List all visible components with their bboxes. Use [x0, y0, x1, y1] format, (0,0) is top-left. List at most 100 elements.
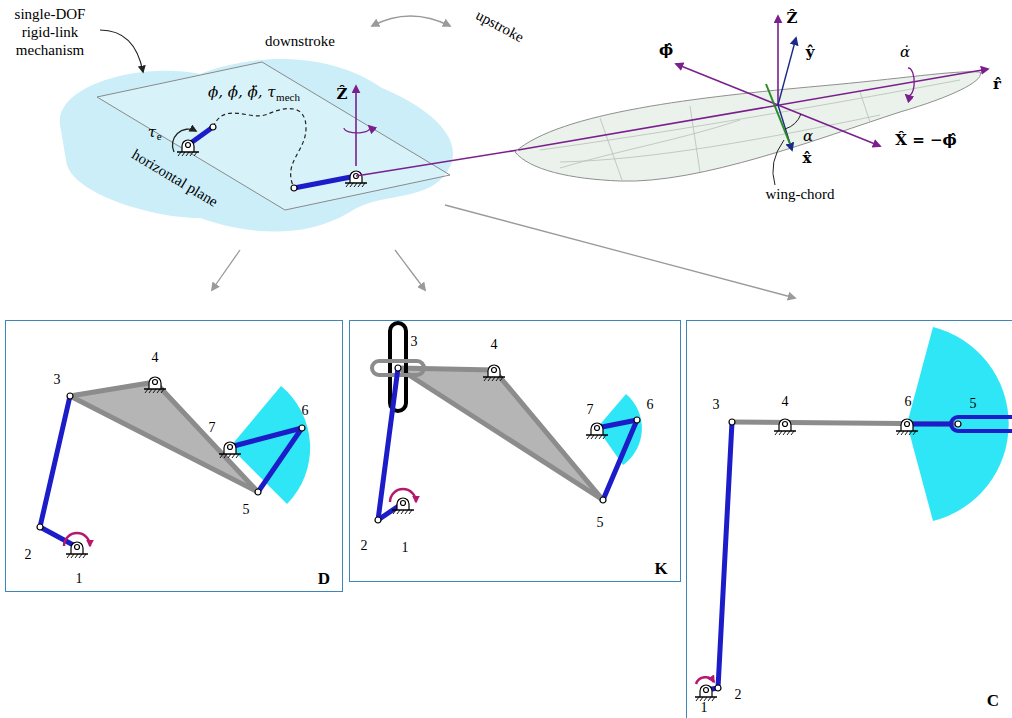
math-symbol: e	[157, 130, 162, 143]
ground-pivot	[66, 542, 88, 558]
slotted-link	[951, 417, 1012, 431]
math-symbol: ϕ̂	[659, 41, 673, 59]
gray-arrow	[445, 205, 795, 298]
callout-number: 2	[735, 687, 742, 704]
y-axis	[778, 38, 796, 105]
X-axis	[778, 105, 880, 146]
ground-pivot	[219, 442, 241, 458]
panel-box: D	[5, 320, 343, 592]
callout-number: 5	[243, 502, 250, 519]
joint	[715, 685, 721, 691]
callout-number: 5	[970, 396, 977, 413]
text-label: single-DOF rigid-link mechanism	[4, 5, 96, 59]
panel-arrows	[212, 205, 795, 298]
callout-number: 1	[402, 540, 409, 557]
math-symbol: X̂ = −ϕ̂	[895, 131, 956, 149]
Z-axis	[777, 16, 779, 105]
ground-pivot	[392, 498, 414, 514]
wing	[515, 16, 988, 185]
joint	[600, 497, 606, 503]
panel-letter: C	[987, 692, 999, 711]
joint	[955, 421, 961, 427]
rotation-arrow	[344, 126, 370, 133]
ground-pivot	[144, 377, 166, 393]
ground-pivot	[695, 685, 717, 701]
callout-number: 2	[361, 538, 368, 555]
callout-number: 7	[209, 420, 216, 437]
callout-number: 7	[587, 402, 594, 419]
linkage-D	[37, 377, 310, 558]
math-symbol: α̇	[900, 43, 910, 61]
r-axis	[518, 69, 988, 150]
math-symbol: ŷ	[806, 43, 815, 61]
wing-veins	[540, 80, 960, 180]
ground-pivot	[896, 419, 918, 435]
callout-number: 6	[302, 403, 309, 420]
joint	[67, 393, 73, 399]
text-label: upstroke	[473, 6, 527, 46]
ground-pivot	[177, 140, 199, 156]
linkage-K	[372, 323, 642, 523]
callout-number: 5	[597, 515, 604, 532]
top-figure	[60, 16, 518, 232]
joint	[375, 517, 381, 523]
joint	[210, 124, 216, 130]
math-symbol: Ẑ	[337, 85, 348, 103]
horizontal-plane	[97, 62, 450, 210]
math-symbol: Ẑ	[787, 9, 798, 27]
joint	[395, 365, 401, 371]
phi-axis	[676, 64, 778, 105]
ground-pivot	[774, 419, 796, 435]
math-symbol: ϕ, ϕ̇, ϕ̈, τ	[208, 83, 276, 101]
math-symbol: mech	[276, 91, 300, 104]
callout-number: 4	[491, 337, 498, 354]
callout-number: 3	[713, 397, 720, 414]
alpha-arc	[785, 114, 801, 129]
callout-arrow	[100, 30, 143, 72]
callout-number: 6	[905, 394, 912, 411]
wing-root-line	[356, 150, 518, 176]
joint	[729, 419, 735, 425]
math-symbol: x̂	[803, 149, 812, 167]
trajectory-dashed	[213, 109, 306, 188]
alpha-dot-arrow	[906, 68, 914, 96]
ternary-link	[398, 368, 603, 500]
blue-links	[378, 368, 637, 520]
joint	[299, 425, 305, 431]
text-label: horizontal plane	[129, 145, 221, 210]
panel-letter: D	[318, 570, 330, 589]
panel-letter: K	[654, 560, 667, 579]
text-label: wing-chord	[765, 185, 834, 203]
stroke-arrow	[372, 16, 450, 26]
math-symbol: r̂	[993, 75, 1001, 93]
math-symbol: τ	[148, 123, 156, 141]
callout-number: 3	[54, 372, 61, 389]
joint	[634, 417, 640, 423]
callout-number: 2	[25, 547, 32, 564]
joint	[291, 185, 297, 191]
joint	[37, 524, 43, 530]
workspace-blob	[60, 59, 453, 232]
joint	[255, 489, 261, 495]
blue-links	[706, 422, 951, 690]
panel-box: C	[686, 320, 1012, 718]
panel-box: K	[349, 320, 681, 582]
text-label: downstroke	[265, 32, 335, 50]
math-symbol: α	[803, 127, 813, 145]
callout-number: 3	[411, 334, 418, 351]
ground-pivot	[586, 423, 608, 439]
wing-membrane	[515, 72, 981, 181]
callout-number: 6	[647, 397, 654, 414]
gray-arrow	[395, 250, 425, 290]
blue-links	[40, 396, 302, 547]
gray-arrow	[212, 250, 240, 290]
ground-pivot	[345, 171, 367, 187]
callout-number: 4	[782, 394, 789, 411]
z-axis	[355, 86, 357, 166]
ground-pivot	[483, 365, 505, 381]
wing-chord-line	[766, 84, 790, 144]
callout-number: 4	[152, 350, 159, 367]
linkage-C	[695, 327, 1012, 701]
leader-line	[773, 140, 784, 185]
